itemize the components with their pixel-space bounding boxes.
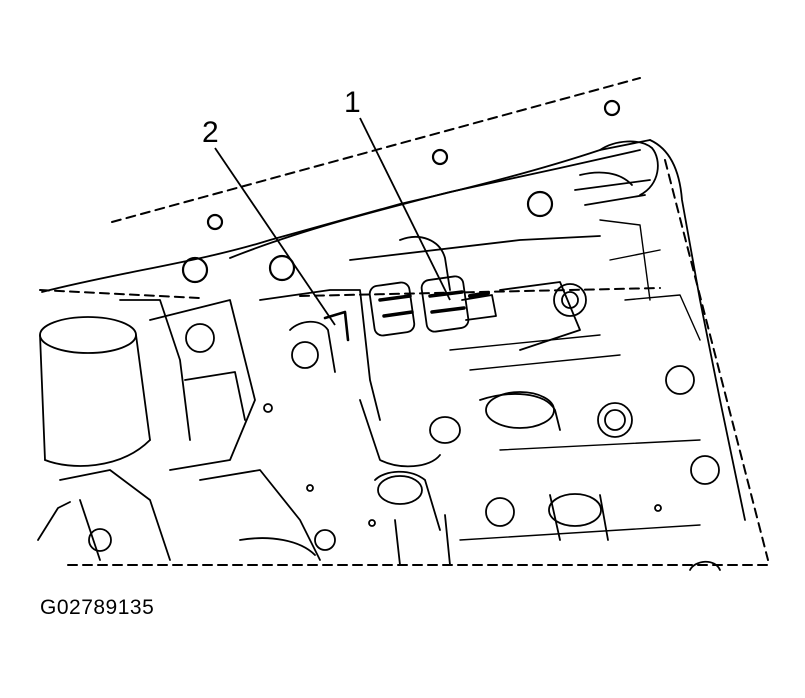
callout-label-2: 2 (202, 116, 219, 149)
cover-plate (41, 139, 746, 521)
left-housing (149, 299, 336, 561)
dashed-boundary-lines (39, 77, 769, 566)
channel-lines (449, 219, 701, 541)
callout-leaders (214, 117, 451, 326)
leader-line-1 (359, 117, 451, 301)
lower-valves (359, 365, 721, 571)
accumulator-cylinder (37, 299, 191, 561)
figure-id: G02789135 (40, 596, 155, 619)
callout-label-1: 1 (344, 86, 361, 119)
mounting-holes (181, 99, 621, 284)
leader-line-2 (214, 147, 336, 326)
solenoid-assembly (259, 235, 601, 421)
